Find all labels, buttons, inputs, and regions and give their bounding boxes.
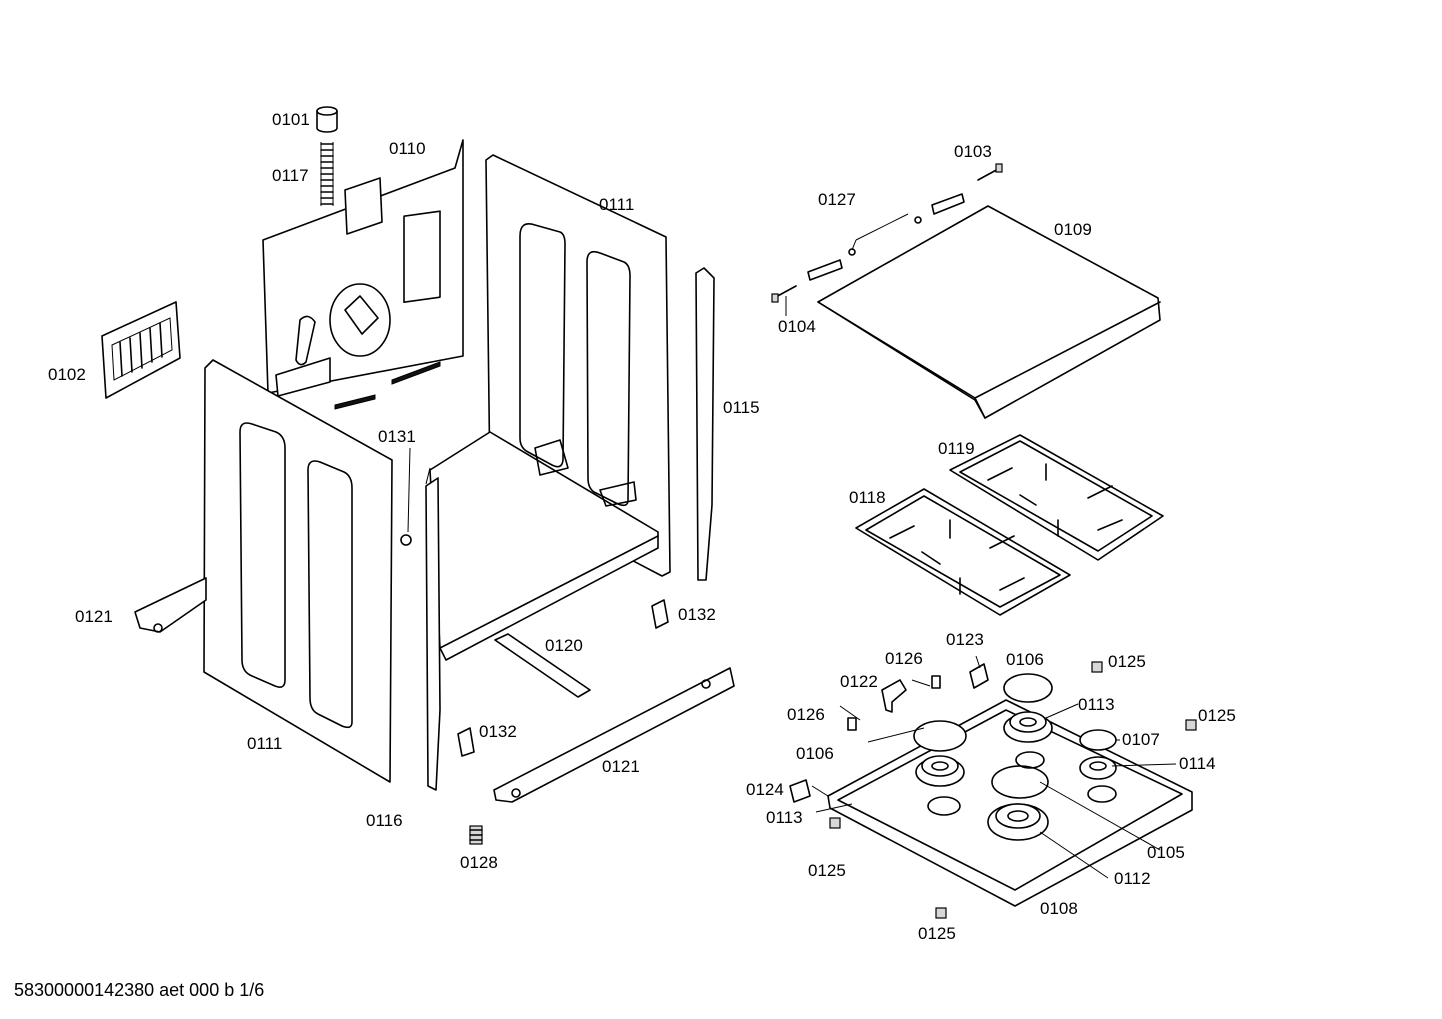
part-0132-clip-a [651, 599, 669, 629]
part-0115-strip [695, 267, 715, 581]
part-0111-side-panel-front [203, 359, 393, 783]
label-0119: 0119 [938, 439, 975, 458]
label-0131: 0131 [378, 427, 416, 446]
part-0118-pan-support [855, 488, 1071, 616]
callout-labels: 0101 0117 0110 0111 0102 0131 0115 0121 … [48, 110, 1236, 943]
leader-lines [407, 213, 1177, 879]
label-0126-b: 0126 [787, 705, 825, 724]
part-0113-burner-rear [1003, 711, 1053, 743]
label-0120: 0120 [545, 636, 583, 655]
part-0122-injector [881, 679, 907, 713]
part-0131-bushing [400, 534, 412, 546]
label-0113-a: 0113 [1078, 695, 1115, 714]
label-0122: 0122 [840, 672, 878, 691]
label-0116: 0116 [366, 811, 403, 830]
label-0128: 0128 [460, 853, 498, 872]
part-0101-cap [316, 106, 338, 133]
part-0119-pan-support [949, 434, 1164, 561]
document-id-footer: 58300000142380 aet 000 b 1/6 [14, 980, 265, 1000]
label-0102: 0102 [48, 365, 86, 384]
part-0127-hinge-upper [914, 193, 965, 224]
part-0104-screw [771, 285, 797, 303]
part-0112-burner-large [987, 803, 1049, 841]
part-0106-cap-left [913, 720, 967, 752]
label-0114: 0114 [1179, 754, 1216, 773]
label-0132-b: 0132 [479, 722, 517, 741]
part-0126-clip-a [931, 675, 941, 689]
label-0113-b: 0113 [766, 808, 803, 827]
label-0117: 0117 [272, 166, 309, 185]
label-0112: 0112 [1114, 869, 1151, 888]
part-0116-frame-strip [425, 477, 441, 791]
part-0124-holder [789, 779, 811, 803]
part-0121-rail-left [134, 577, 207, 633]
part-0132-clip-b [457, 727, 475, 757]
label-0125-c: 0125 [808, 861, 846, 880]
label-0106-b: 0106 [796, 744, 834, 763]
label-0104: 0104 [778, 317, 816, 336]
part-0114-burner-small [1079, 756, 1117, 780]
part-0105-cap-large [991, 765, 1049, 799]
label-0101: 0101 [272, 110, 310, 129]
part-0109-lid [817, 205, 1161, 419]
part-0126-clip-b [847, 717, 857, 731]
part-0128-fastener [469, 825, 483, 845]
part-0110-rear-panel [262, 139, 464, 410]
label-0123: 0123 [946, 630, 984, 649]
label-0109: 0109 [1054, 220, 1092, 239]
label-0125-a: 0125 [1108, 652, 1146, 671]
part-0121-rail-right [493, 667, 735, 803]
label-0110: 0110 [389, 139, 426, 158]
part-0120-rail [494, 633, 591, 698]
part-0113-burner-left [915, 755, 965, 787]
label-0121-right: 0121 [602, 757, 640, 776]
part-0102-grille [101, 301, 181, 399]
part-0117-spring [320, 142, 334, 206]
label-0115: 0115 [723, 398, 760, 417]
part-0107-cap-small [1079, 729, 1117, 751]
part-hob-burner-holes [927, 751, 1117, 816]
label-0103: 0103 [954, 142, 992, 161]
label-0111-rear: 0111 [599, 195, 634, 214]
label-0105: 0105 [1147, 843, 1185, 862]
label-0108: 0108 [1040, 899, 1078, 918]
part-0103-screw [977, 163, 1003, 181]
label-0118: 0118 [849, 488, 886, 507]
label-0107: 0107 [1122, 730, 1160, 749]
label-0106-a: 0106 [1006, 650, 1044, 669]
part-0123-holder [969, 663, 989, 689]
label-0125-d: 0125 [918, 924, 956, 943]
label-0124: 0124 [746, 780, 784, 799]
label-0111-front: 0111 [247, 734, 282, 753]
label-0127: 0127 [818, 190, 856, 209]
label-0121-left: 0121 [75, 607, 113, 626]
label-0125-b: 0125 [1198, 706, 1236, 725]
label-0132-a: 0132 [678, 605, 716, 624]
part-0125-nuts [829, 661, 1197, 919]
part-0127-hinge-lower [807, 248, 856, 281]
label-0126-a: 0126 [885, 649, 923, 668]
part-0106-cap-rear [1003, 673, 1053, 703]
